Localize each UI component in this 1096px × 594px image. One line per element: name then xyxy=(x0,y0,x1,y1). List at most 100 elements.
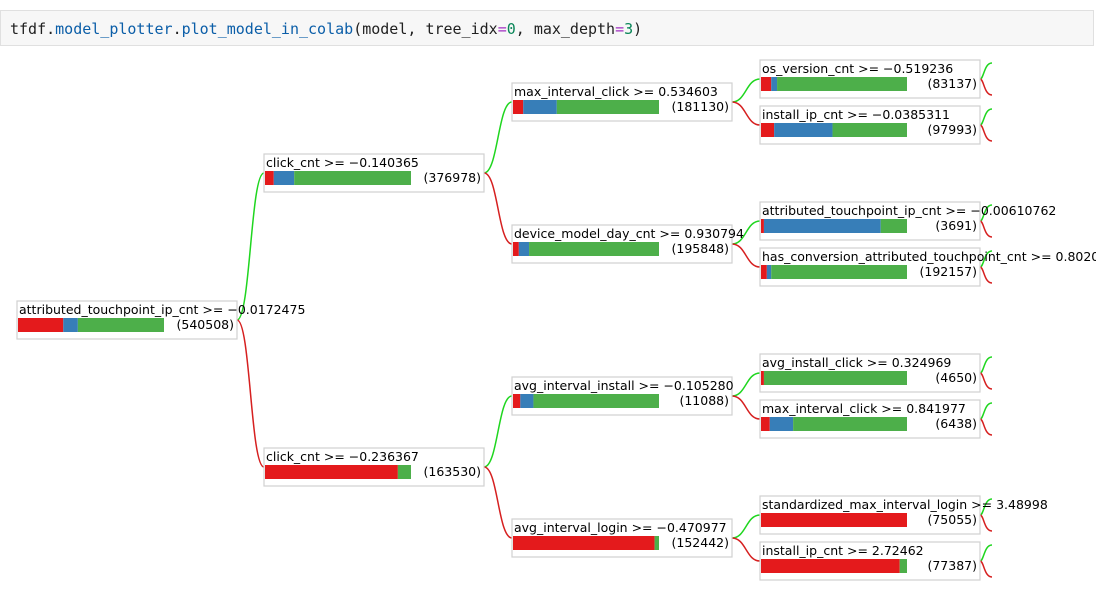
collapsed-edge-false[interactable] xyxy=(979,266,993,284)
collapsed-edge-true[interactable] xyxy=(979,108,993,126)
class-2-segment xyxy=(533,394,659,408)
class-distribution-bar xyxy=(513,100,659,114)
tree-node[interactable]: has_conversion_attributed_touchpoint_cnt… xyxy=(759,247,1096,287)
code-equals: = xyxy=(615,20,625,38)
collapsed-edge-true[interactable] xyxy=(979,402,993,420)
class-distribution-bar xyxy=(18,318,164,332)
class-distribution-bar xyxy=(761,219,907,233)
tree-node[interactable]: install_ip_cnt >= 2.72462(77387) xyxy=(759,541,981,581)
class-distribution-bar xyxy=(513,536,659,550)
class-1-segment xyxy=(518,242,530,256)
edge-false xyxy=(731,243,761,268)
tree-node[interactable]: click_cnt >= −0.140365(376978) xyxy=(263,153,485,193)
node-count: (163530) xyxy=(424,464,481,479)
edge-true xyxy=(731,78,761,103)
node-count: (152442) xyxy=(672,535,729,550)
code-comma: , xyxy=(515,20,534,38)
tree-node[interactable]: click_cnt >= −0.236367 (163530) xyxy=(263,447,485,487)
class-0-segment xyxy=(265,465,398,479)
class-0-segment xyxy=(761,417,770,431)
tree-node[interactable]: attributed_touchpoint_ip_cnt >= −0.00610… xyxy=(759,201,1056,241)
class-distribution-bar xyxy=(761,559,907,573)
class-2-segment xyxy=(654,536,659,550)
class-0-segment xyxy=(761,513,907,527)
code-paren-open: ( xyxy=(353,20,363,38)
class-distribution-bar xyxy=(761,417,907,431)
node-condition: standardized_max_interval_login >= 3.489… xyxy=(762,497,1048,512)
collapsed-edge-false[interactable] xyxy=(979,78,993,96)
class-1-segment xyxy=(774,123,833,137)
code-comma: , xyxy=(407,20,426,38)
collapsed-edge-true[interactable] xyxy=(979,62,993,80)
class-1-segment xyxy=(523,100,557,114)
collapsed-edge-false[interactable] xyxy=(979,514,993,532)
class-0-segment xyxy=(18,318,64,332)
tree-node[interactable]: avg_interval_install >= −0.105280(11088) xyxy=(511,376,734,416)
class-0-segment xyxy=(761,219,764,233)
code-kw-depth: max_depth xyxy=(533,20,616,38)
edge-true xyxy=(236,172,265,321)
edge-false xyxy=(731,395,761,420)
class-0-segment xyxy=(265,171,274,185)
class-0-segment xyxy=(761,77,772,91)
tree-node[interactable]: max_interval_click >= 0.841977(6438) xyxy=(759,399,981,439)
code-kw-tree: tree_idx xyxy=(425,20,498,38)
node-count: (75055) xyxy=(927,512,977,527)
edge-false xyxy=(236,319,265,468)
node-count: (181130) xyxy=(672,99,729,114)
code-equals: = xyxy=(497,20,507,38)
class-2-segment xyxy=(880,219,907,233)
node-condition: install_ip_cnt >= −0.0385311 xyxy=(762,107,950,122)
class-distribution-bar xyxy=(265,465,411,479)
class-0-segment xyxy=(513,242,519,256)
code-cell[interactable]: tfdf.model_plotter.plot_model_in_colab(m… xyxy=(0,10,1094,46)
collapsed-edge-false[interactable] xyxy=(979,560,993,578)
edge-true xyxy=(483,395,513,468)
edge-false xyxy=(483,172,513,245)
node-condition: avg_install_click >= 0.324969 xyxy=(762,355,951,370)
class-distribution-bar xyxy=(513,394,659,408)
collapsed-edge-true[interactable] xyxy=(979,356,993,374)
class-0-segment xyxy=(513,100,524,114)
class-1-segment xyxy=(766,265,772,279)
class-2-segment xyxy=(397,465,411,479)
collapsed-edge-false[interactable] xyxy=(979,372,993,390)
tree-node[interactable]: device_model_day_cnt >= 0.930794(195848) xyxy=(511,224,744,264)
tree-node[interactable]: attributed_touchpoint_ip_cnt >= −0.01724… xyxy=(16,300,305,340)
tree-node[interactable]: os_version_cnt >= −0.519236(83137) xyxy=(759,59,981,99)
class-1-segment xyxy=(771,77,778,91)
edge-false xyxy=(483,466,513,539)
node-condition: avg_interval_login >= −0.470977 xyxy=(514,520,727,535)
edge-false xyxy=(731,537,761,562)
node-condition: click_cnt >= −0.140365 xyxy=(266,155,419,170)
collapsed-edge-false[interactable] xyxy=(979,124,993,142)
collapsed-edge-false[interactable] xyxy=(979,418,993,436)
node-count: (4650) xyxy=(935,370,977,385)
node-count: (83137) xyxy=(927,76,977,91)
class-1-segment xyxy=(769,417,794,431)
tree-node[interactable]: standardized_max_interval_login >= 3.489… xyxy=(759,495,1048,535)
tree-node[interactable]: avg_install_click >= 0.324969(4650) xyxy=(759,353,981,393)
class-2-segment xyxy=(77,318,164,332)
class-2-segment xyxy=(771,265,907,279)
node-condition: install_ip_cnt >= 2.72462 xyxy=(762,543,924,558)
tree-node[interactable]: max_interval_click >= 0.534603(181130) xyxy=(511,82,733,122)
class-2-segment xyxy=(793,417,907,431)
node-count: (97993) xyxy=(927,122,977,137)
node-condition: click_cnt >= −0.236367 xyxy=(266,449,419,464)
collapsed-edge-true[interactable] xyxy=(979,544,993,562)
node-condition: avg_interval_install >= −0.105280 xyxy=(514,378,734,393)
class-0-segment xyxy=(761,371,764,385)
tree-node[interactable]: install_ip_cnt >= −0.0385311(97993) xyxy=(759,105,981,145)
node-condition: attributed_touchpoint_ip_cnt >= −0.01724… xyxy=(19,302,305,317)
collapsed-edge-false[interactable] xyxy=(979,220,993,238)
code-dot: . xyxy=(172,20,182,38)
code-submodule: model_plotter xyxy=(55,20,173,38)
code-function: plot_model_in_colab xyxy=(181,20,354,38)
node-count: (77387) xyxy=(927,558,977,573)
tree-node[interactable]: avg_interval_login >= −0.470977(152442) xyxy=(511,518,733,558)
class-2-segment xyxy=(832,123,907,137)
node-condition: device_model_day_cnt >= 0.930794 xyxy=(514,226,744,241)
class-0-segment xyxy=(761,123,775,137)
